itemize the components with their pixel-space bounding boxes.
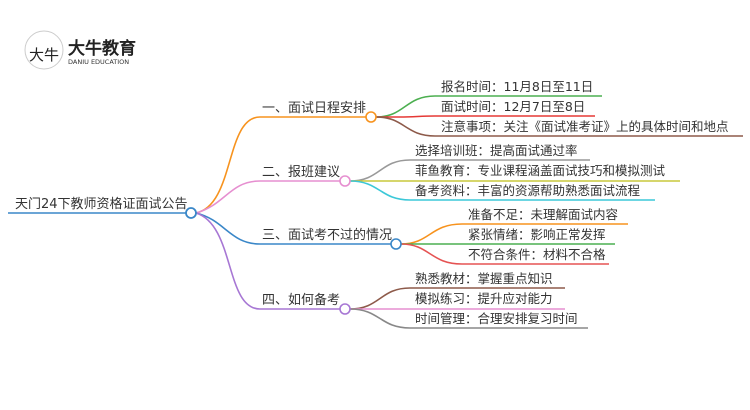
branch-1-child-3-connector xyxy=(375,116,743,137)
branch-1-child-3[interactable]: 注意事项：关注《面试准考证》上的具体时间和地点 xyxy=(441,119,729,134)
logo-name-en: DANIU EDUCATION xyxy=(68,58,129,66)
branch-3-child-3[interactable]: 不符合条件：材料不合格 xyxy=(468,247,606,262)
branch-3-child-3-connector xyxy=(400,243,609,265)
branch-1-child-1[interactable]: 报名时间：11月8日至11日 xyxy=(441,79,593,94)
branch-2-child-1[interactable]: 选择培训班：提高面试通过率 xyxy=(415,143,578,158)
branch-1-child-2[interactable]: 面试时间：12月7日至8日 xyxy=(441,99,585,114)
logo-badge-icon xyxy=(24,30,64,70)
branch-1-child-2-connector xyxy=(376,115,595,118)
branch-2-connector xyxy=(195,180,340,214)
root-node[interactable] xyxy=(185,207,197,219)
logo-name-cn: 大牛教育 xyxy=(68,38,136,59)
branch-3-label[interactable]: 三、面试考不过的情况 xyxy=(262,227,392,243)
root-topic[interactable]: 天门24下教师资格证面试公告 xyxy=(15,196,188,212)
branch-4-child-1[interactable]: 熟悉教材：掌握重点知识 xyxy=(415,271,553,286)
branch-2-child-3[interactable]: 备考资料：丰富的资源帮助熟悉面试流程 xyxy=(415,183,641,198)
branch-3-child-1[interactable]: 准备不足：未理解面试内容 xyxy=(468,207,618,222)
branch-2-child-3-connector xyxy=(349,180,655,201)
branch-4-child-3-connector xyxy=(349,308,588,329)
branch-2-label[interactable]: 二、报班建议 xyxy=(262,165,340,180)
logo: 大牛 大牛教育 DANIU EDUCATION xyxy=(24,30,136,70)
branch-4-label[interactable]: 四、如何备考 xyxy=(262,292,340,308)
branch-3-connector xyxy=(195,212,391,245)
logo-mark: 大牛 xyxy=(29,46,59,64)
branch-1-node[interactable] xyxy=(365,111,377,123)
branch-2-node[interactable] xyxy=(339,175,351,187)
branch-3-child-2[interactable]: 紧张情绪：影响正常发挥 xyxy=(468,227,606,242)
branch-4-child-2[interactable]: 模拟练习：提升应对能力 xyxy=(415,291,553,306)
branch-4-child-3[interactable]: 时间管理：合理安排复习时间 xyxy=(415,311,578,326)
branch-2-child-2[interactable]: 菲鱼教育：专业课程涵盖面试技巧和模拟测试 xyxy=(415,163,666,178)
branch-4-node[interactable] xyxy=(339,303,351,315)
branch-4-connector xyxy=(195,212,340,310)
branch-3-node[interactable] xyxy=(390,238,402,250)
branch-1-label[interactable]: 一、面试日程安排 xyxy=(262,101,366,116)
branch-1-connector xyxy=(195,116,366,214)
